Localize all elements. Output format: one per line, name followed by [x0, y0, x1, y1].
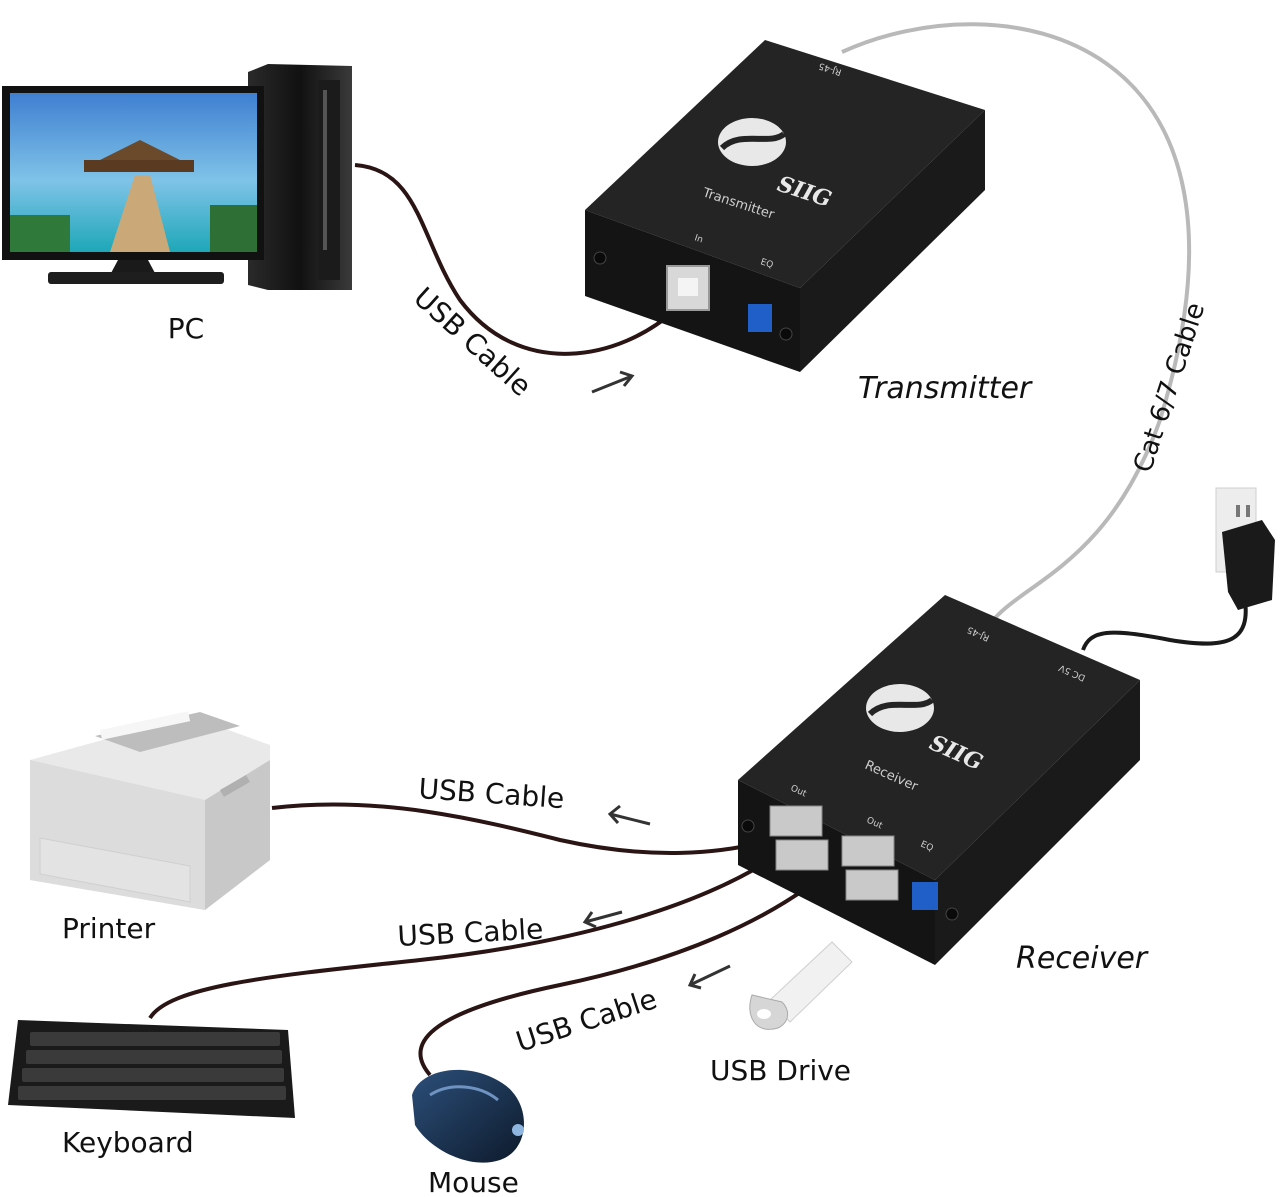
- power-adapter: [1215, 487, 1275, 610]
- usb-cable-mouse-label: USB Cable: [512, 982, 661, 1058]
- eq-switch-transmitter: [748, 304, 772, 332]
- arrow-mouse: [687, 964, 731, 990]
- mouse-illustration: [412, 1069, 524, 1163]
- receiver-device: SIIG Receiver RJ-45 DC 5V Out Out EQ: [738, 595, 1140, 965]
- usb-a-port-3: [841, 835, 895, 867]
- printer-illustration: [30, 711, 270, 910]
- usb-cable-keyboard-label: USB Cable: [397, 912, 544, 953]
- usb-cable-printer: [271, 802, 781, 855]
- mouse-label: Mouse: [428, 1166, 519, 1197]
- usb-drive-illustration: [749, 941, 853, 1030]
- usb-cable-printer-label: USB Cable: [418, 772, 566, 815]
- receiver-label: Receiver: [1016, 941, 1149, 976]
- arrow-printer: [607, 804, 651, 826]
- arrow-keyboard: [582, 910, 623, 929]
- pc-illustration: [2, 64, 352, 290]
- receiver-eq-label: EQ: [919, 840, 935, 854]
- arrow-pc: [591, 370, 635, 394]
- printer-label: Printer: [62, 912, 156, 945]
- transmitter-in-label: In: [693, 233, 704, 245]
- power-cable: [1081, 599, 1248, 651]
- usb-a-port-2: [775, 839, 829, 871]
- pc-label: PC: [168, 312, 204, 345]
- usb-cable-keyboard: [148, 848, 787, 1020]
- cat-cable: [841, 22, 1192, 620]
- usb-cable-pc: [354, 163, 677, 356]
- transmitter-eq-label: EQ: [759, 257, 774, 270]
- cat-cable-label: Cat 6/7 Cable: [1128, 299, 1211, 476]
- transmitter-label: Transmitter: [858, 371, 1033, 406]
- usb-a-port-4: [845, 869, 899, 901]
- usb-drive-label: USB Drive: [710, 1054, 851, 1087]
- keyboard-illustration: [8, 1020, 295, 1118]
- usb-cable-mouse: [418, 868, 832, 1077]
- keyboard-label: Keyboard: [62, 1126, 194, 1159]
- usb-a-port-1: [769, 805, 823, 837]
- usb-cable-pc-label: USB Cable: [407, 281, 537, 403]
- transmitter-device: SIIG Transmitter RJ-45 In EQ: [585, 40, 985, 372]
- eq-switch-receiver: [912, 882, 938, 910]
